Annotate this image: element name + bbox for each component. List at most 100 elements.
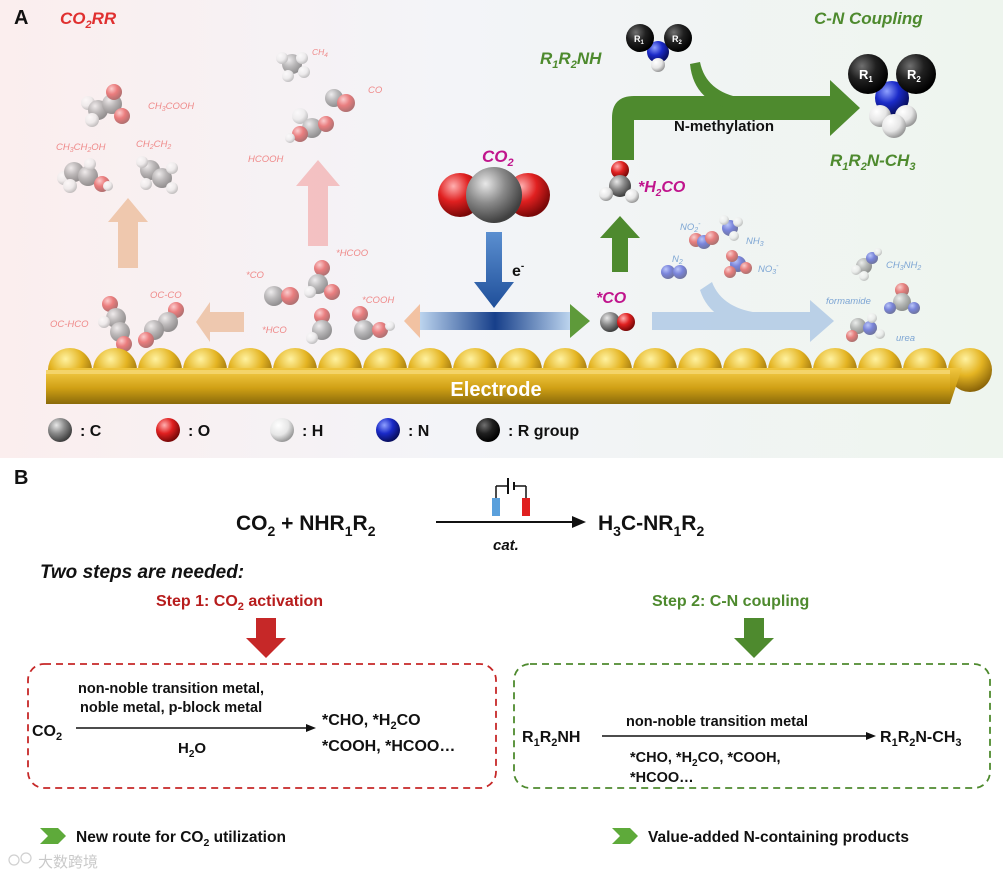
panel-a-label: A <box>14 7 28 29</box>
svg-text:R1: R1 <box>634 34 645 46</box>
amine-label: R1R2NH <box>540 49 602 71</box>
catalyst-label: cat. <box>493 537 519 554</box>
label-no2: NO2- <box>680 221 701 234</box>
box1-solvent: H2O <box>178 740 206 760</box>
label-co: CO <box>368 85 383 96</box>
panel-a-diagram: A CO2RR C-N Coupling <box>14 7 992 442</box>
co2rr-title: CO2RR <box>60 9 117 31</box>
green-up-arrow-icon <box>600 216 640 272</box>
box1-arrow <box>76 724 316 732</box>
panel-a: A CO2RR C-N Coupling <box>0 0 1003 458</box>
label-cooh-ads: *COOH <box>362 295 394 306</box>
step1-box <box>27 663 497 789</box>
electrode-label: Electrode <box>450 379 541 401</box>
label-ch4: CH4 <box>312 47 328 59</box>
box2-catalyst: non-noble transition metal <box>626 714 808 730</box>
reaction-right: H3C-NR1R2 <box>598 512 704 539</box>
watermark-text: 大数跨境 <box>38 853 98 871</box>
watermark: 大数跨境 <box>8 852 98 871</box>
co-molecule-icon <box>325 89 355 112</box>
n-methylation-label: N-methylation <box>674 118 774 135</box>
label-hcoo-ads: *HCOO <box>336 248 369 259</box>
panel-b-diagram: B CO2 + NHR1R2 cat. H3C-NR1R2 Two steps … <box>8 467 991 871</box>
label-no3: NO3- <box>758 263 779 276</box>
label-co-ads: *CO <box>246 270 265 281</box>
box1-product-line1: *CHO, *H2CO <box>322 712 421 732</box>
box2-reactant: R1R2NH <box>522 729 580 749</box>
label-oc-co: OC-CO <box>150 290 182 301</box>
label-ch3cooh: CH3COOH <box>148 101 194 113</box>
hco-ads-molecule-icon <box>306 308 332 344</box>
box1-catalyst-line1: non-noble transition metal, <box>78 681 264 697</box>
n-species-region <box>661 215 920 342</box>
oc-hco-molecule-icon <box>98 296 132 352</box>
h2co-molecule-icon <box>599 161 639 203</box>
label-oc-hco: OC-HCO <box>50 319 89 330</box>
box1-reactant: CO2 <box>32 723 62 743</box>
hcooh-molecule-icon <box>285 108 334 143</box>
electron-down-arrow-icon <box>474 232 514 308</box>
label-ch2ch2: CH2CH2 <box>136 139 171 151</box>
bullet-chevron-icon <box>612 828 638 844</box>
cooh-ads-molecule-icon <box>352 306 395 340</box>
central-pathway-arrow <box>404 304 590 338</box>
battery-icon <box>492 478 530 516</box>
box2-intermediates-line2: *HCOO… <box>630 770 694 786</box>
legend-swatch <box>156 418 180 442</box>
box1-product-line2: *COOH, *HCOO… <box>322 738 455 755</box>
product-molecule-icon: R1 R2 <box>848 54 936 138</box>
legend-swatch <box>48 418 72 442</box>
label-hco-ads: *HCO <box>262 325 287 336</box>
reaction-arrow <box>436 516 586 528</box>
legend-label: : H <box>302 423 323 440</box>
label-ch3nh2: CH3NH2 <box>886 260 921 272</box>
co-ads-molecule-icon <box>600 312 635 332</box>
co-ads-molecule-icon <box>264 286 299 306</box>
co2-molecule-icon <box>438 167 550 223</box>
legend-swatch <box>270 418 294 442</box>
svg-text:R1: R1 <box>859 67 873 84</box>
co2-label: CO2 <box>482 147 514 169</box>
legend-swatch <box>476 418 500 442</box>
legend-label: : O <box>188 423 210 440</box>
n-methylation-arrow <box>612 62 860 160</box>
electron-label: e- <box>512 261 524 280</box>
n-species-arrow <box>652 282 834 342</box>
two-steps-heading: Two steps are needed: <box>40 562 244 583</box>
legend-label: : R group <box>508 423 579 440</box>
label-formamide: formamide <box>826 296 871 307</box>
step2-title: Step 2: C-N coupling <box>652 593 809 610</box>
up-arrow-icon <box>108 198 148 268</box>
n-species-labels: NO2- NH3 N2 NO3- CH3NH2 formamide urea <box>672 221 921 344</box>
panel-b-label: B <box>14 467 28 489</box>
step1-title: Step 1: CO2 activation <box>156 593 323 613</box>
label-ch3ch2oh: CH3CH2OH <box>56 142 106 154</box>
amine-molecule-icon: R1 R2 <box>626 24 692 72</box>
oc-co-molecule-icon <box>138 302 184 348</box>
ch3ch2oh-molecule-icon <box>57 158 113 193</box>
label-nh3: NH3 <box>746 236 764 248</box>
gold-atom <box>948 348 992 392</box>
bullet-new-route: New route for CO2 utilization <box>76 829 286 849</box>
label-hcooh: HCOOH <box>248 154 284 165</box>
box2-arrow <box>602 732 876 740</box>
product-label: R1R2N-CH3 <box>830 151 915 173</box>
legend-swatch <box>376 418 400 442</box>
hcoo-ads-molecule-icon <box>304 260 340 300</box>
step1-down-arrow-icon <box>246 618 286 658</box>
box1-catalyst-line2: noble metal, p-block metal <box>80 700 262 716</box>
label-urea: urea <box>896 333 915 344</box>
label-n2: N2 <box>672 254 683 266</box>
box2-product: R1R2N-CH3 <box>880 729 962 749</box>
electrode: Electrode <box>46 368 962 404</box>
svg-text:R2: R2 <box>907 67 921 84</box>
ch4-molecule-icon <box>276 52 310 82</box>
co2rr-product-labels: CH4 CO CH3COOH CH3CH2OH CH2CH2 HCOOH *HC… <box>50 47 394 336</box>
up-arrow-icon <box>296 160 340 246</box>
box2-intermediates-line1: *CHO, *H2CO, *COOH, <box>630 750 781 769</box>
step2-box <box>513 663 991 789</box>
ch2ch2-molecule-icon <box>136 156 178 194</box>
atom-legend: : C: O: H: N: R group <box>48 418 579 442</box>
left-arrow-icon <box>196 302 244 342</box>
cn-coupling-title: C-N Coupling <box>814 9 923 28</box>
